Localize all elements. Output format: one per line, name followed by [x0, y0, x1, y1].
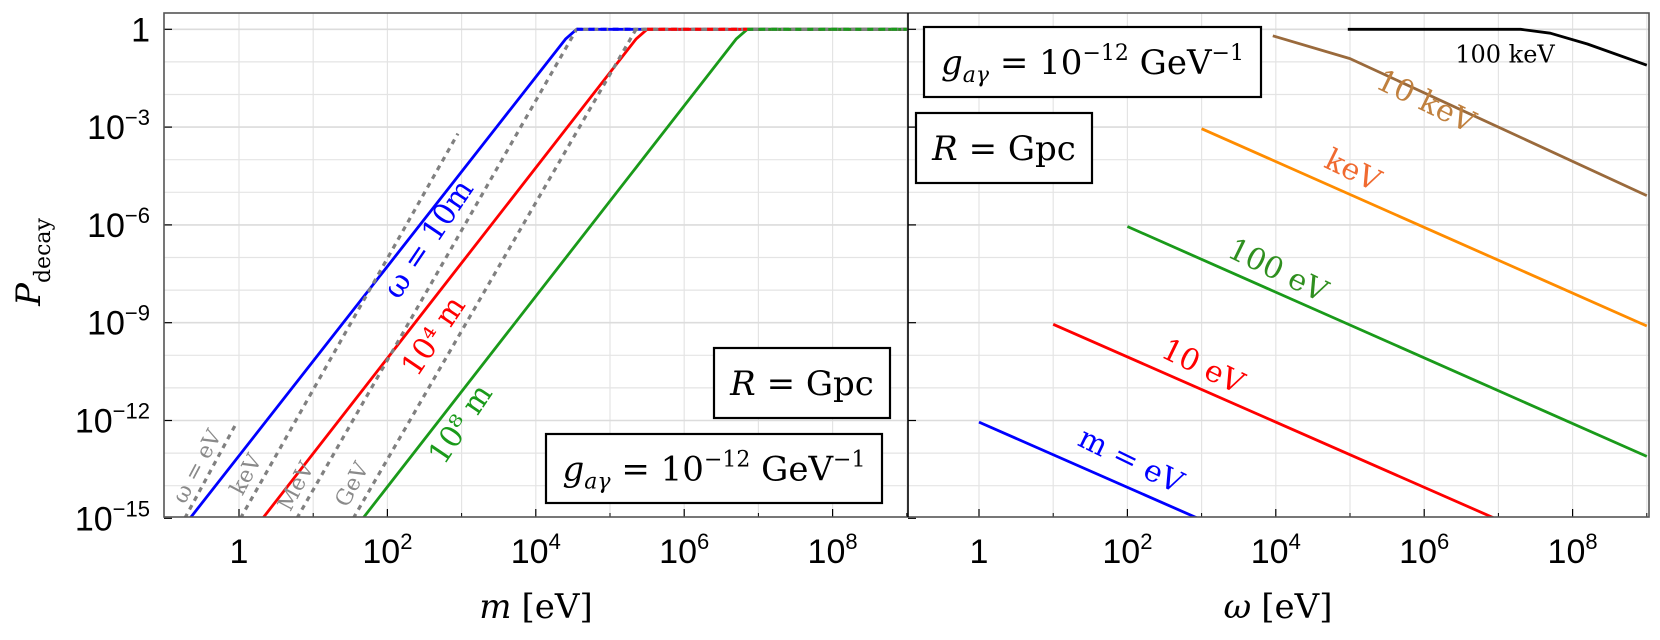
left-curves [183, 27, 907, 517]
left-x-axis-var: m [479, 587, 511, 627]
outer-frame [163, 12, 1650, 518]
y-tick-label: 1 [131, 11, 150, 49]
annotation-box: R = Gpc [712, 346, 892, 420]
curve-label: 100 keV [1455, 41, 1555, 69]
left-x-axis-unit: [eV] [522, 587, 593, 627]
annotation-text: gaγ = 10−12 GeV−1 [941, 41, 1244, 88]
curve-label: keV [226, 449, 268, 499]
right-curves [978, 27, 1648, 517]
curve-10-kev [1272, 34, 1648, 197]
y-tick-label: 10−12 [75, 399, 150, 441]
right-grid [908, 13, 1649, 517]
annotation-text: gaγ = 10−12 GeV−1 [563, 448, 866, 495]
curve-gev [352, 27, 907, 517]
left-annotation-boxes: R = Gpc gaγ = 10−12 GeV−1 [544, 346, 892, 505]
x-tick-label: 102 [1102, 529, 1152, 571]
x-tick-label: 104 [1251, 529, 1301, 571]
x-tick-label: 106 [1399, 529, 1449, 571]
annotation-box: gaγ = 10−12 GeV−1 [544, 432, 884, 505]
annotation-box: R = Gpc [914, 111, 1094, 185]
curve-10-ev [1052, 323, 1496, 517]
curve--ev [183, 423, 238, 517]
annotation-text: R = Gpc [729, 364, 874, 404]
y-axis-title: Pdecay [9, 217, 56, 306]
right-x-ticks: 1 102 104 106 108 [908, 28, 1648, 571]
right-x-axis-unit: [eV] [1261, 587, 1332, 627]
curve-label: 100 eV [1222, 232, 1334, 311]
x-tick-label: 1 [230, 533, 249, 571]
x-tick-label: 1 [970, 533, 989, 571]
x-tick-label: 102 [362, 529, 412, 571]
x-tick-label: 106 [659, 529, 709, 571]
x-tick-label: 108 [1548, 529, 1598, 571]
curve-kev [239, 132, 460, 517]
right-x-axis-title: ω[eV] [1224, 587, 1333, 627]
curve-label: GeV [331, 457, 375, 511]
right-annotation-boxes: gaγ = 10−12 GeV−1 R = Gpc [914, 25, 1263, 185]
curve-label: 10 keV [1371, 63, 1482, 141]
x-tick-label: 108 [808, 529, 858, 571]
curve-m-ev [978, 420, 1199, 517]
left-grid [164, 13, 908, 517]
left-x-axis-title: m [eV] [479, 587, 592, 627]
annotation-box: gaγ = 10−12 GeV−1 [922, 25, 1263, 99]
curve-100-kev [1347, 27, 1648, 67]
y-tick-label: 10−15 [75, 496, 150, 538]
y-tick-label: 10−9 [87, 301, 150, 343]
curve-label: ω = 10m [376, 173, 481, 305]
curve-label: 10⁸ m [422, 378, 500, 471]
y-tick-label: 10−6 [87, 203, 150, 245]
right-x-axis-var: ω [1224, 587, 1252, 627]
curve-kev [1201, 127, 1648, 328]
panel-frames [163, 12, 1650, 518]
left-x-ticks: 1 102 104 106 108 [164, 28, 908, 571]
y-tick-label: 10−3 [87, 105, 150, 147]
y-axis-ticks: 1 10−3 10−6 10−9 10−12 10−15 [75, 11, 150, 538]
curve-100-ev [1126, 225, 1648, 458]
curve-label: ω = eV [168, 425, 228, 508]
annotation-text: R = Gpc [931, 129, 1076, 169]
x-tick-label: 104 [511, 529, 561, 571]
y-axis-title-main: P [9, 282, 49, 307]
curve-label: keV [1319, 142, 1387, 199]
y-axis-title-sub: decay [31, 217, 56, 283]
